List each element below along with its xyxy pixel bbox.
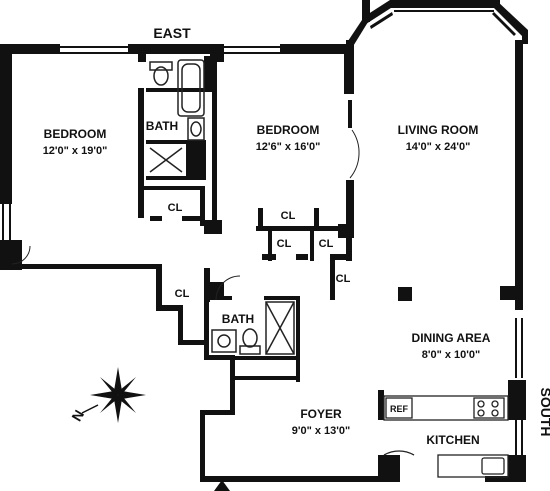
kitchen-sink [481, 457, 505, 475]
kitchen-counter-bottom [437, 454, 509, 478]
bedroom2-name: BEDROOM [257, 123, 320, 137]
closet-label: CL [175, 288, 190, 300]
foyer-name: FOYER [300, 407, 342, 421]
bedroom2-dims: 12'6" x 16'0" [256, 141, 321, 153]
living-room-dims: 14'0" x 24'0" [406, 141, 471, 153]
compass-rose-icon [81, 367, 146, 423]
door-swings [11, 129, 360, 301]
bath1-name: BATH [146, 119, 178, 133]
bath2-toilet [239, 345, 261, 355]
refrigerator-label: REF [390, 404, 409, 414]
compass-east-label: EAST [153, 25, 191, 41]
bath2-fixtures [211, 301, 295, 355]
compass-north-label: N [68, 407, 87, 424]
entry-marker [214, 480, 230, 491]
closet-label: CL [168, 202, 183, 214]
closet-label: CL [277, 238, 292, 250]
bath2-sink [211, 329, 237, 353]
bath2-shower [265, 301, 295, 355]
refrigerator [385, 397, 413, 419]
dining-area-name: DINING AREA [412, 331, 491, 345]
closet-label: CL [281, 210, 296, 222]
closet-label: CL [336, 273, 351, 285]
bath1-toilet [149, 61, 173, 71]
stove [473, 397, 505, 419]
bedroom1-dims: 12'0" x 19'0" [43, 145, 108, 157]
closet-label: CL [319, 238, 334, 250]
living-room-name: LIVING ROOM [398, 123, 479, 137]
kitchen-door-swing [383, 450, 415, 456]
kitchen-counter-top [383, 395, 509, 421]
bath1-sink [187, 117, 205, 141]
kitchen-fixtures [383, 395, 509, 478]
bath1-fixtures [149, 59, 205, 173]
bath1-tub [177, 59, 205, 117]
bedroom1-name: BEDROOM [44, 127, 107, 141]
interior-walls [138, 44, 412, 420]
kitchen-name: KITCHEN [426, 433, 479, 447]
foyer-dims: 9'0" x 13'0" [292, 425, 350, 437]
dining-area-dims: 8'0" x 10'0" [422, 349, 480, 361]
compass-south-label: SOUTH [538, 388, 550, 437]
outer-walls [0, 0, 528, 482]
bath2-name: BATH [222, 312, 254, 326]
